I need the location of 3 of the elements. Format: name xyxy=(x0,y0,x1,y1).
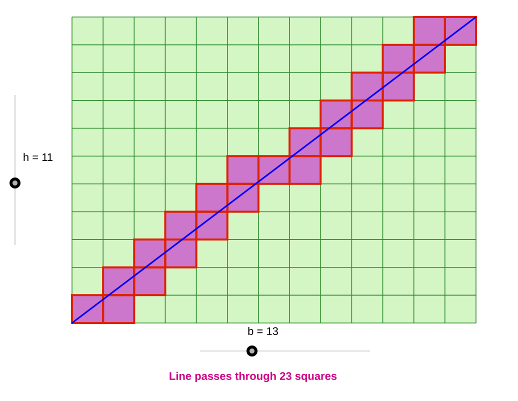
slider-label: b = 13 xyxy=(248,326,278,336)
slider-label: h = 11 xyxy=(24,153,52,161)
caption: Line passes through 23 squares xyxy=(170,372,337,382)
